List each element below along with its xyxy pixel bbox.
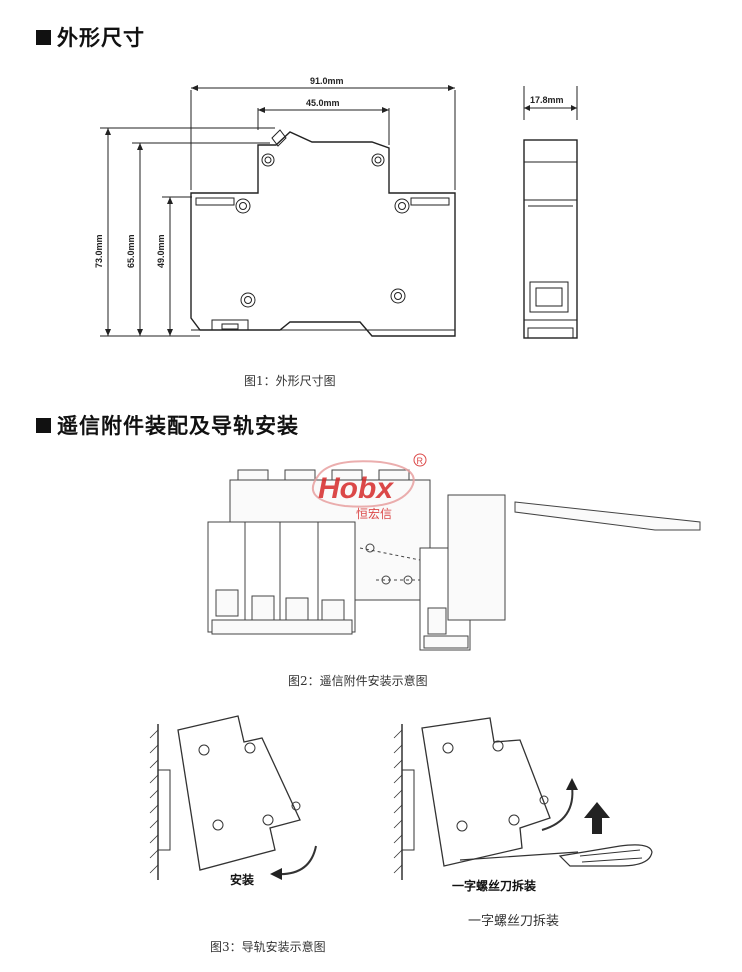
screwdriver-remove-label: 一字螺丝刀拆装 xyxy=(452,878,536,893)
section-title-dimensions: 外形尺寸 xyxy=(36,22,145,52)
watermark-brand-text: Hobx xyxy=(318,472,394,505)
figure1-caption: 图1：外形尺寸图 xyxy=(244,374,336,388)
dimension-drawing: 91.0mm 45.0mm 17.8mm 73.0mm 65.0mm 49.0m… xyxy=(94,76,578,339)
section-title-assembly: 遥信附件装配及导轨安装 xyxy=(36,410,299,440)
dim-height-inner: 49.0mm xyxy=(156,234,166,268)
section-title-text: 遥信附件装配及导轨安装 xyxy=(57,414,299,438)
dim-overall-width: 91.0mm xyxy=(310,76,344,86)
install-label: 安装 xyxy=(230,872,254,887)
watermark-reg-mark: R xyxy=(417,456,424,466)
dim-side-width: 17.8mm xyxy=(530,95,564,105)
dim-inner-width: 45.0mm xyxy=(306,98,340,108)
dim-height-total: 73.0mm xyxy=(94,234,104,268)
rail-mounting-drawing: 安装 一字螺丝刀拆装 xyxy=(149,715,653,893)
screwdriver-remove-caption: 一字螺丝刀拆装 xyxy=(468,914,560,929)
figure3-caption: 图3：导轨安装示意图 xyxy=(210,940,326,954)
watermark-sub-text: 恒宏信 xyxy=(356,506,392,521)
brand-watermark-logo: Hobx 恒宏信 R xyxy=(311,453,427,521)
figure2-caption: 图2：遥信附件安装示意图 xyxy=(288,674,428,688)
section-title-text: 外形尺寸 xyxy=(57,26,145,50)
square-bullet-icon xyxy=(36,417,51,433)
square-bullet-icon xyxy=(36,29,51,45)
accessory-assembly-drawing: Hobx 恒宏信 R xyxy=(207,453,701,651)
dim-height-mid: 65.0mm xyxy=(126,234,136,268)
